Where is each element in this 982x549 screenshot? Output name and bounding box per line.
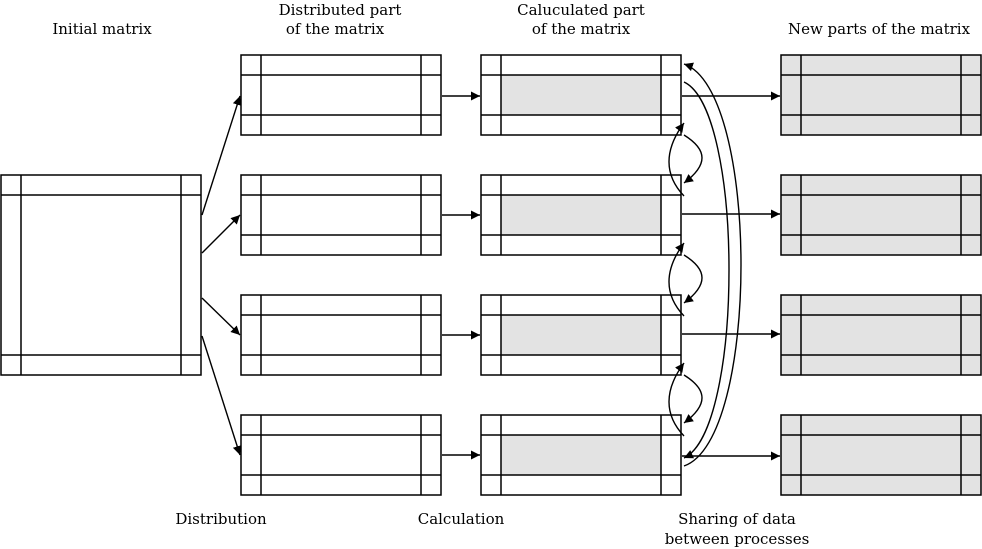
distributed-part-2 bbox=[240, 174, 442, 256]
sharing-label-line1: Sharing of data bbox=[678, 510, 796, 528]
calculated-part-2 bbox=[480, 174, 682, 256]
distributed-part-label-line2: of the matrix bbox=[286, 20, 385, 38]
sharing-arc-3-4-down bbox=[683, 374, 703, 424]
new-part-3 bbox=[780, 294, 982, 376]
sharing-arc-4-1-outer bbox=[683, 62, 742, 467]
distribution-arrow-2 bbox=[201, 214, 241, 254]
initial-matrix bbox=[0, 174, 202, 376]
sharing-arc-2-3-down bbox=[683, 254, 703, 304]
distribution-arrow-1 bbox=[201, 95, 242, 216]
sharing-arc-2-3-up bbox=[668, 242, 685, 317]
sharing-arc-1-4-inner bbox=[683, 81, 730, 459]
sharing-arc-1-2-down bbox=[683, 134, 703, 184]
distributed-part-1 bbox=[240, 54, 442, 136]
distribution-arrow-3 bbox=[201, 297, 241, 336]
sharing-label-line2: between processes bbox=[665, 530, 810, 548]
distribution-arrow-4 bbox=[201, 335, 242, 456]
sharing-arc-3-4-up bbox=[668, 362, 685, 437]
calculation-label: Calculation bbox=[418, 510, 505, 528]
distribution-label: Distribution bbox=[175, 510, 267, 528]
calculated-part-1 bbox=[480, 54, 682, 136]
new-part-1 bbox=[780, 54, 982, 136]
calculated-part-4 bbox=[480, 414, 682, 496]
distributed-part-label-line1: Distributed part bbox=[279, 1, 402, 19]
calculated-part-label-line2: of the matrix bbox=[532, 20, 631, 38]
calculated-part-label-line1: Caluculated part bbox=[517, 1, 645, 19]
new-part-2 bbox=[780, 174, 982, 256]
initial-matrix-label: Initial matrix bbox=[52, 20, 152, 38]
calculated-part-3 bbox=[480, 294, 682, 376]
new-parts-label: New parts of the matrix bbox=[788, 20, 971, 38]
distributed-part-3 bbox=[240, 294, 442, 376]
distributed-part-4 bbox=[240, 414, 442, 496]
sharing-arc-1-2-up bbox=[668, 122, 685, 197]
new-part-4 bbox=[780, 414, 982, 496]
